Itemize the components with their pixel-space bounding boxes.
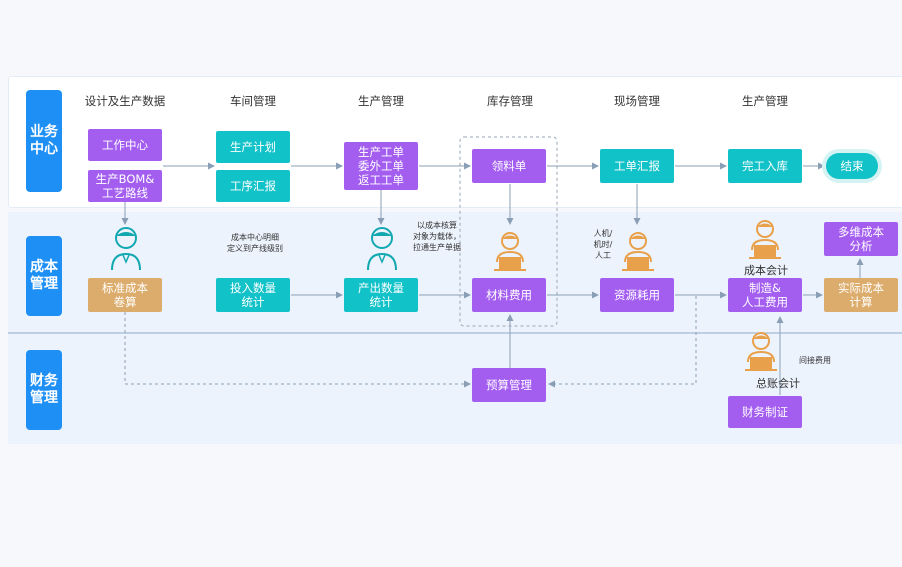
voucher-node[interactable]: 财务制证 xyxy=(728,396,802,428)
input-qty-node[interactable]: 投入数量 统计 xyxy=(216,278,290,312)
lane-cost-bg xyxy=(8,212,902,332)
output-qty-node[interactable]: 产出数量 统计 xyxy=(344,278,418,312)
column-header-production-2: 生产管理 xyxy=(742,94,788,108)
bom-routing-node[interactable]: 生产BOM& 工艺路线 xyxy=(88,170,162,202)
lane-label-business: 业务中心 xyxy=(26,90,62,192)
picking-list-node[interactable]: 领料单 xyxy=(472,149,546,183)
manager-person-icon xyxy=(111,227,141,271)
flow-arrows xyxy=(8,136,902,395)
finished-goods-node[interactable]: 完工入库 xyxy=(728,149,802,183)
standard-cost-node[interactable]: 标准成本 卷算 xyxy=(88,278,162,312)
mfg-labor-cost-node[interactable]: 制造& 人工费用 xyxy=(728,278,802,312)
cost-center-note: 成本中心明细 定义到产线级别 xyxy=(227,233,283,253)
process-report-node[interactable]: 工序汇报 xyxy=(216,170,290,202)
inventory-group-box xyxy=(459,136,558,327)
work-center-node[interactable]: 工作中心 xyxy=(88,129,162,161)
cost-accountant-label: 成本会计 xyxy=(744,264,788,277)
cost-accountant-icon xyxy=(749,220,781,259)
column-header-production: 生产管理 xyxy=(358,94,404,108)
column-header-workshop: 车间管理 xyxy=(230,94,276,108)
actual-cost-node[interactable]: 实际成本 计算 xyxy=(824,278,898,312)
multi-dim-analysis-node[interactable]: 多维成本 分析 xyxy=(824,222,898,256)
indirect-cost-note: 间接费用 xyxy=(799,356,831,365)
lane-label-cost: 成本管理 xyxy=(26,236,62,316)
work-order-report-node[interactable]: 工单汇报 xyxy=(600,149,674,183)
resource-usage-node[interactable]: 资源耗用 xyxy=(600,278,674,312)
budget-node[interactable]: 预算管理 xyxy=(472,368,546,402)
column-header-site: 现场管理 xyxy=(614,94,660,108)
lane-label-finance: 财务管理 xyxy=(26,350,62,430)
resources-note: 人机/ 机时/ 人工 xyxy=(593,229,613,260)
material-cost-node[interactable]: 材料费用 xyxy=(472,278,546,312)
cost-object-note: 以成本核算 对象为载体， 拉通生产单据 xyxy=(413,221,461,252)
worker-laptop-icon xyxy=(494,232,526,271)
column-header-design: 设计及生产数据 xyxy=(84,94,166,108)
gl-accountant-icon xyxy=(745,332,777,371)
work-orders-node[interactable]: 生产工单 委外工单 返工工单 xyxy=(344,142,418,190)
end-node[interactable]: 结束 xyxy=(826,153,878,179)
gl-accountant-label: 总账会计 xyxy=(756,377,800,390)
worker-laptop-icon xyxy=(622,232,654,271)
manager-person-icon xyxy=(367,227,397,271)
column-header-inventory: 库存管理 xyxy=(487,94,533,108)
production-plan-node[interactable]: 生产计划 xyxy=(216,131,290,163)
